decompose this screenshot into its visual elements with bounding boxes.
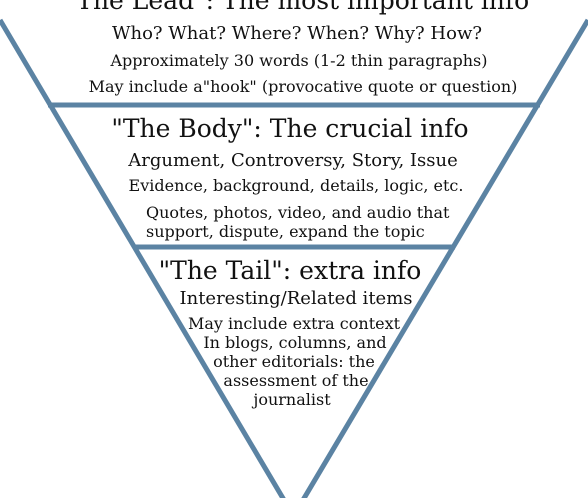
tail-subtitle: Interesting/Related items (179, 288, 412, 309)
lead-subtitle: Who? What? Where? When? Why? How? (112, 23, 482, 44)
tail-line: May include extra context (188, 314, 401, 333)
body-title: "The Body": The crucial info (111, 114, 468, 143)
tail-title: "The Tail": extra info (159, 256, 422, 285)
pyramid-left-edge (0, 18, 287, 502)
lead-title: "The Lead": The most important info (65, 0, 529, 15)
lead-line: May include a"hook" (provocative quote o… (89, 77, 518, 96)
section-tail: "The Tail": extra info Interesting/Relat… (159, 256, 422, 409)
body-line: support, dispute, expand the topic (146, 222, 425, 241)
body-line: Evidence, background, details, logic, et… (129, 176, 464, 195)
body-line: Quotes, photos, video, and audio that (146, 203, 450, 222)
section-lead: "The Lead": The most important info Who?… (65, 0, 529, 96)
pyramid-right-edge (300, 18, 588, 502)
tail-line: In blogs, columns, and (203, 333, 386, 352)
section-body: "The Body": The crucial info Argument, C… (111, 114, 468, 241)
tail-line: assessment of the (223, 371, 368, 390)
lead-line: Approximately 30 words (1-2 thin paragra… (109, 51, 487, 70)
pyramid-outline (0, 18, 588, 502)
tail-line: other editorials: the (213, 352, 375, 371)
tail-line: journalist (251, 390, 331, 409)
body-subtitle: Argument, Controversy, Story, Issue (127, 150, 458, 171)
